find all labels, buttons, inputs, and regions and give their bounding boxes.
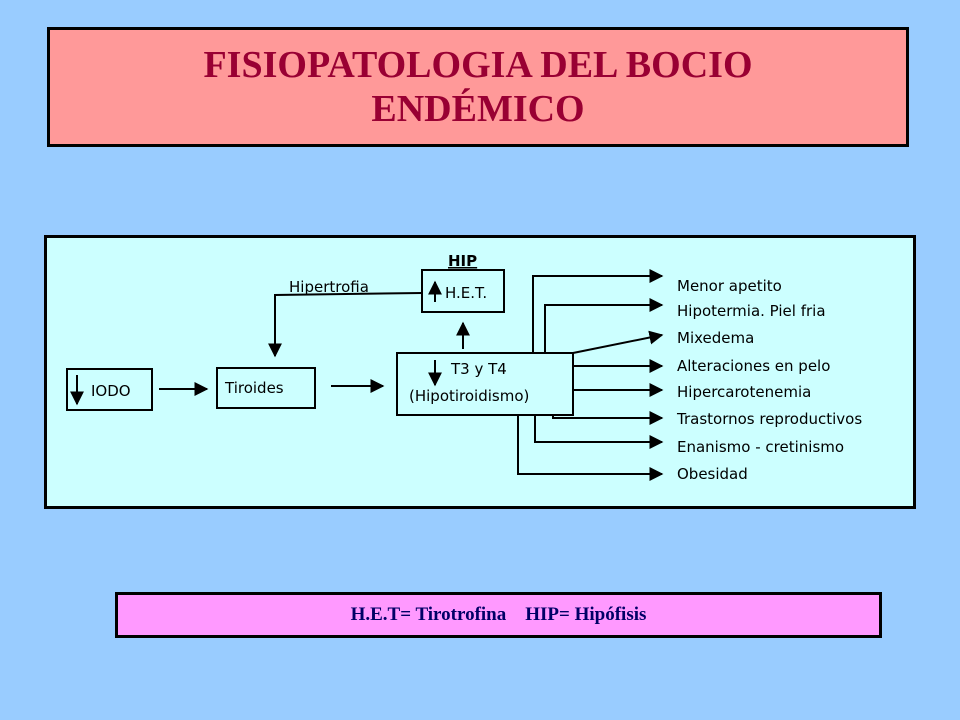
effect-arrow <box>532 269 664 353</box>
effect-label: Trastornos reproductivos <box>676 410 862 428</box>
effect-label: Hipotermia. Piel fria <box>677 302 826 320</box>
het-label: H.E.T. <box>445 284 487 302</box>
het-box <box>421 269 505 313</box>
t3t4-label: T3 y T4 <box>450 360 507 378</box>
iodo-box <box>66 368 153 411</box>
title-box: FISIOPATOLOGIA DEL BOCIO ENDÉMICO <box>47 27 909 147</box>
title-line-2: ENDÉMICO <box>371 88 585 130</box>
effect-arrow <box>544 298 664 353</box>
hip-label: HIP <box>448 252 477 270</box>
flow-diagram: IODO Tiroides T3 y T4 (Hipotiroidismo) H… <box>66 252 862 483</box>
legend-text: H.E.T= Tirotrofina HIP= Hipófisis <box>350 604 647 625</box>
effect-label: Hipercarotenemia <box>677 383 811 401</box>
effect-label: Obesidad <box>677 465 748 483</box>
effect-arrow <box>552 411 664 425</box>
effect-arrow <box>534 415 664 449</box>
title-line-1: FISIOPATOLOGIA DEL BOCIO <box>203 44 753 86</box>
effect-label: Menor apetito <box>677 277 782 295</box>
effect-label: Mixedema <box>677 329 754 347</box>
hipotiroidismo-label: (Hipotiroidismo) <box>409 387 529 405</box>
t3t4-box <box>396 352 574 416</box>
effect-label: Alteraciones en pelo <box>677 357 830 375</box>
tiroides-box <box>216 367 316 409</box>
arrow-het-tiroides <box>268 292 423 358</box>
diagram-panel: IODO Tiroides T3 y T4 (Hipotiroidismo) H… <box>44 235 916 509</box>
effects-group: Menor apetito Hipotermia. Piel fria Mixe… <box>517 269 862 483</box>
effect-label: Enanismo - cretinismo <box>677 438 844 456</box>
effect-arrow <box>517 415 664 481</box>
tiroides-label: Tiroides <box>224 379 284 397</box>
legend-box: H.E.T= Tirotrofina HIP= Hipófisis <box>115 592 882 638</box>
hipertrofia-label: Hipertrofia <box>289 278 369 296</box>
iodo-label: IODO <box>91 382 131 400</box>
effect-arrow <box>572 330 664 354</box>
